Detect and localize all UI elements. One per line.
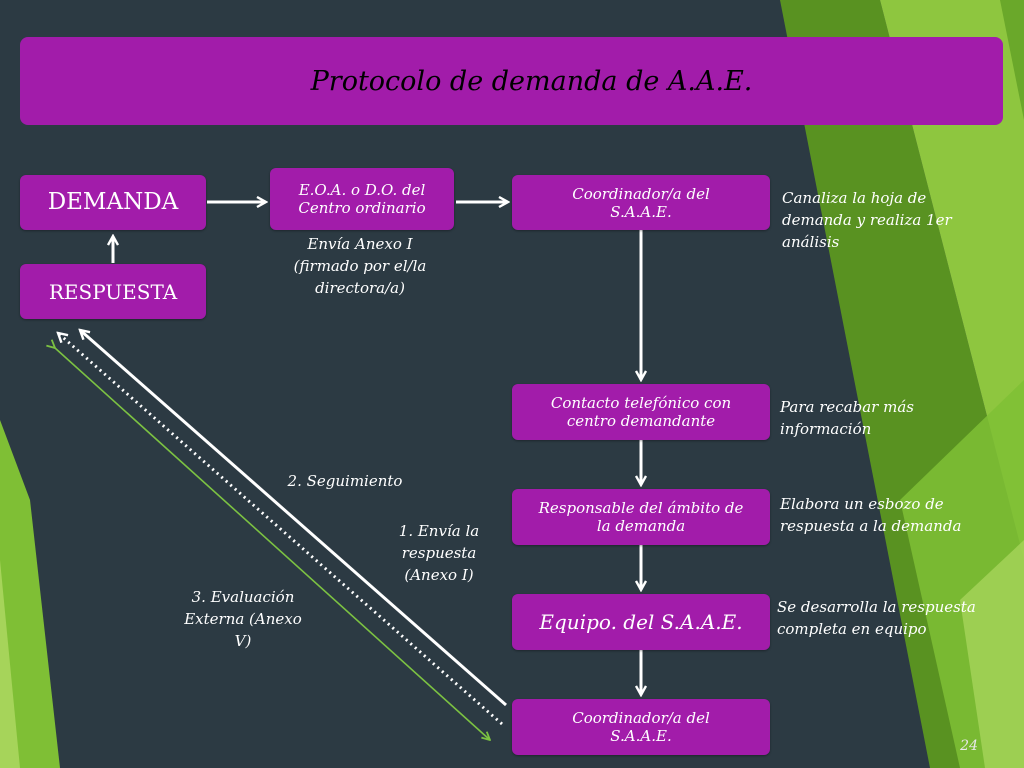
box-coordinador-bottom-label: Coordinador/a del S.A.A.E. bbox=[572, 709, 710, 745]
title-bar: Protocolo de demanda de A.A.E. bbox=[20, 37, 1003, 125]
page-title: Protocolo de demanda de A.A.E. bbox=[310, 65, 753, 97]
box-equipo: Equipo. del S.A.A.E. bbox=[512, 594, 770, 650]
note-recabar: Para recabar más información bbox=[780, 398, 914, 438]
box-respuesta-label: RESPUESTA bbox=[48, 279, 178, 304]
label-seguimiento: 2. Seguimiento bbox=[287, 472, 403, 490]
label-envia-respuesta: 1. Envía la respuesta (Anexo I) bbox=[398, 522, 480, 584]
box-coordinador-top-label: Coordinador/a del S.A.A.E. bbox=[572, 184, 710, 221]
box-eoa: E.O.A. o D.O. del Centro ordinario bbox=[270, 168, 454, 230]
note-desarrolla: Se desarrolla la respuesta completa en e… bbox=[777, 598, 976, 638]
note-esbozo: Elabora un esbozo de respuesta a la dema… bbox=[780, 495, 962, 535]
box-coordinador-top: Coordinador/a del S.A.A.E. bbox=[512, 175, 770, 230]
label-evaluacion: 3. Evaluación Externa (Anexo V) bbox=[184, 588, 302, 650]
box-eoa-label: E.O.A. o D.O. del Centro ordinario bbox=[298, 181, 426, 217]
box-responsable-label: Responsable del ámbito de la demanda bbox=[538, 499, 744, 535]
box-contacto-label: Contacto telefónico con centro demandant… bbox=[550, 394, 732, 430]
label-envia-anexo: Envía Anexo I (firmado por el/la directo… bbox=[293, 235, 427, 297]
page-number: 24 bbox=[960, 738, 978, 754]
box-equipo-label: Equipo. del S.A.A.E. bbox=[539, 610, 743, 634]
box-coordinador-bottom: Coordinador/a del S.A.A.E. bbox=[512, 699, 770, 755]
box-demanda-label: DEMANDA bbox=[47, 188, 179, 215]
box-responsable: Responsable del ámbito de la demanda bbox=[512, 489, 770, 545]
box-demanda: DEMANDA bbox=[20, 175, 206, 230]
box-respuesta: RESPUESTA bbox=[20, 264, 206, 319]
note-canaliza: Canaliza la hoja de demanda y realiza 1e… bbox=[782, 189, 952, 251]
box-contacto: Contacto telefónico con centro demandant… bbox=[512, 384, 770, 440]
